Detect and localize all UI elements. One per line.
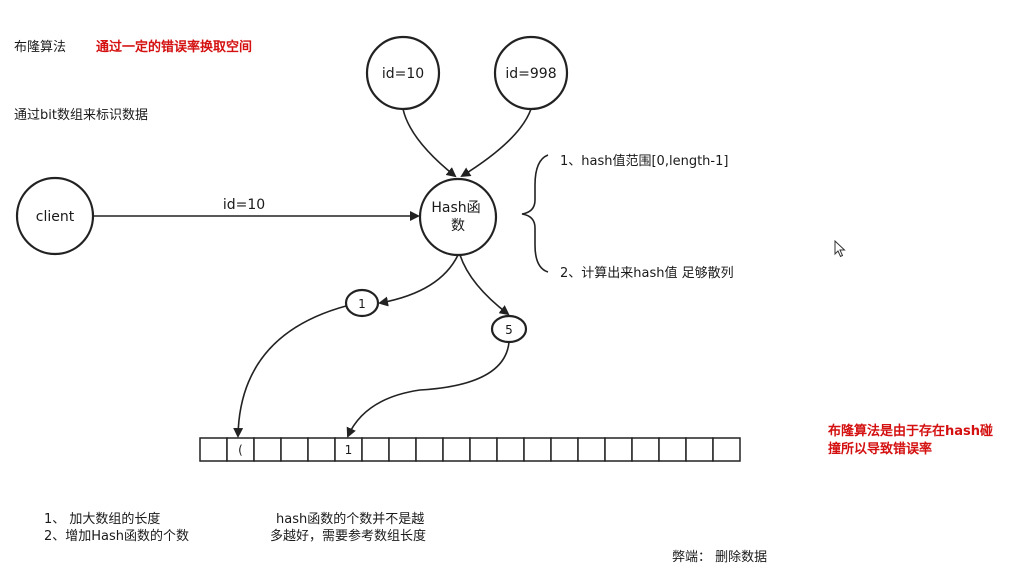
bit-array-cell [361, 437, 390, 462]
description: 通过bit数组来标识数据 [14, 108, 148, 123]
bottom-mid-line2: 多越好，需要参考数组长度 [270, 529, 427, 544]
bit-array-cell [199, 437, 228, 462]
arrow-id998-to-hash [460, 108, 532, 178]
bit-array-cell [523, 437, 552, 462]
hash-function-node [418, 177, 498, 257]
bit-array-cell [253, 437, 282, 462]
bit-array-cell [496, 437, 525, 462]
id10-node-label: id=10 [382, 66, 424, 82]
bit-array-cell [442, 437, 471, 462]
bit-array-cell [550, 437, 579, 462]
bit-array-cell [577, 437, 606, 462]
bit-array-cell [469, 437, 498, 462]
page-title: 布隆算法 [14, 40, 67, 55]
hash-output-1 [344, 288, 380, 318]
bottom-left-line2: 2、增加Hash函数的个数 [44, 529, 190, 544]
arrow-hash-to-5 [459, 254, 510, 316]
bit-array-cell [658, 437, 687, 462]
bit-array: (1 [199, 437, 741, 462]
bit-array-cell [712, 437, 741, 462]
bit-array-cell [631, 437, 660, 462]
hash-function-label-line1: Hash函 [431, 200, 480, 216]
subtitle-red: 通过一定的错误率换取空间 [96, 40, 253, 55]
bit-array-cell [415, 437, 444, 462]
bit-array-cell [388, 437, 417, 462]
hash-output-1-label: 1 [358, 297, 366, 311]
bit-array-cell [280, 437, 309, 462]
right-note-line2: 撞所以导致错误率 [828, 442, 933, 457]
drawback-note: 弊端： 删除数据 [672, 550, 768, 565]
arrow-hash-to-1 [378, 254, 459, 307]
note-hash-range: 1、hash值范围[0,length-1] [560, 154, 729, 169]
right-note-line1: 布隆算法是由于存在hash碰 [828, 424, 994, 439]
hash-function-label-line2: 数 [451, 218, 465, 234]
bit-array-cell-value: ( [238, 443, 243, 457]
bottom-left-line1: 1、 加大数组的长度 [44, 512, 161, 527]
bottom-mid-line1: hash函数的个数并不是越 [276, 512, 425, 527]
arrow-1-to-array [233, 305, 347, 438]
bit-array-cell [604, 437, 633, 462]
bit-array-cell [307, 437, 336, 462]
mouse-cursor-icon [834, 240, 846, 258]
notes-brace [521, 154, 549, 273]
edge-label-id10: id=10 [223, 197, 265, 213]
bit-array-cell [685, 437, 714, 462]
id998-node-label: id=998 [505, 66, 556, 82]
arrow-5-to-array [346, 341, 510, 438]
arrow-id10-to-hash [402, 108, 457, 178]
client-node-label: client [36, 209, 75, 225]
hash-output-5-label: 5 [505, 323, 513, 337]
note-hash-scatter: 2、计算出来hash值 足够散列 [560, 266, 734, 281]
bit-array-cell-value: 1 [345, 443, 353, 457]
